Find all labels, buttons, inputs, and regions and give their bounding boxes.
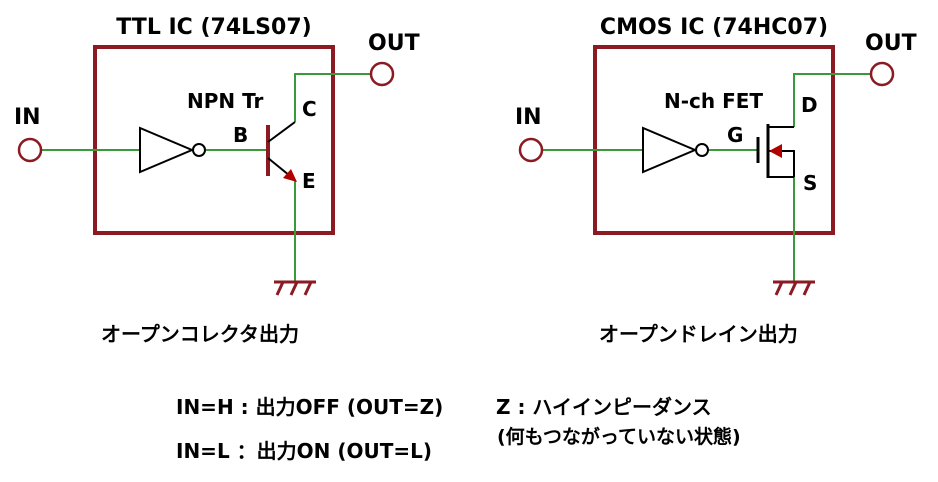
cmos-inverter-bubble	[695, 143, 709, 157]
ttl-title: TTL IC (74LS07)	[116, 15, 311, 40]
cmos-in-label: IN	[515, 105, 542, 130]
cmos-device-label: N-ch FET	[664, 89, 763, 113]
ttl-ground-symbol	[274, 280, 316, 296]
cmos-title: CMOS IC (74HC07)	[600, 15, 828, 40]
cmos-ic-box	[593, 45, 835, 235]
note-line-2: IN=L ：出力ON (OUT=L)	[176, 439, 432, 463]
ttl-out-terminal	[369, 61, 395, 87]
note-z-detail: (何もつながっていない状態)	[497, 425, 741, 448]
cmos-circuit: CMOS IC (74HC07) IN OUT N-ch FET G D S オ…	[515, 15, 917, 346]
cmos-inverter-symbol	[642, 126, 698, 174]
ttl-emitter-label: E	[302, 169, 316, 193]
ttl-base-label: B	[233, 123, 248, 147]
ttl-device-label: NPN Tr	[187, 89, 264, 113]
cmos-gate-label: G	[727, 123, 743, 147]
cmos-in-terminal	[518, 137, 544, 163]
cmos-out-label: OUT	[865, 31, 917, 56]
cmos-ground-symbol	[773, 280, 815, 296]
cmos-source-label: S	[803, 171, 817, 195]
notes: IN=H : 出力OFF (OUT=Z) Z : ハイインピーダンス (何もつな…	[176, 395, 741, 463]
ttl-collector-wire	[294, 73, 370, 122]
ttl-inverter-symbol	[139, 126, 195, 174]
cmos-caption: オープンドレイン出力	[599, 322, 798, 346]
cmos-drain-wire	[793, 73, 870, 127]
ttl-circuit: TTL IC (74LS07) IN OUT NPN Tr B C E オープン…	[14, 15, 420, 346]
cmos-drain-label: D	[801, 93, 818, 117]
note-z-definition: Z : ハイインピーダンス	[496, 395, 712, 419]
cmos-out-terminal	[869, 61, 895, 87]
cmos-body-arrow	[769, 144, 782, 158]
note-line-1: IN=H : 出力OFF (OUT=Z)	[176, 395, 443, 419]
ttl-inverter-bubble	[192, 143, 206, 157]
ttl-out-label: OUT	[368, 31, 420, 56]
ttl-collector-label: C	[302, 97, 317, 121]
ttl-in-label: IN	[14, 105, 41, 130]
ttl-in-terminal	[17, 137, 43, 163]
ttl-ic-box	[93, 45, 335, 235]
ttl-caption: オープンコレクタ出力	[101, 322, 299, 346]
ttl-emitter-arrow	[283, 169, 297, 182]
ttl-transistor-collector	[267, 121, 296, 143]
